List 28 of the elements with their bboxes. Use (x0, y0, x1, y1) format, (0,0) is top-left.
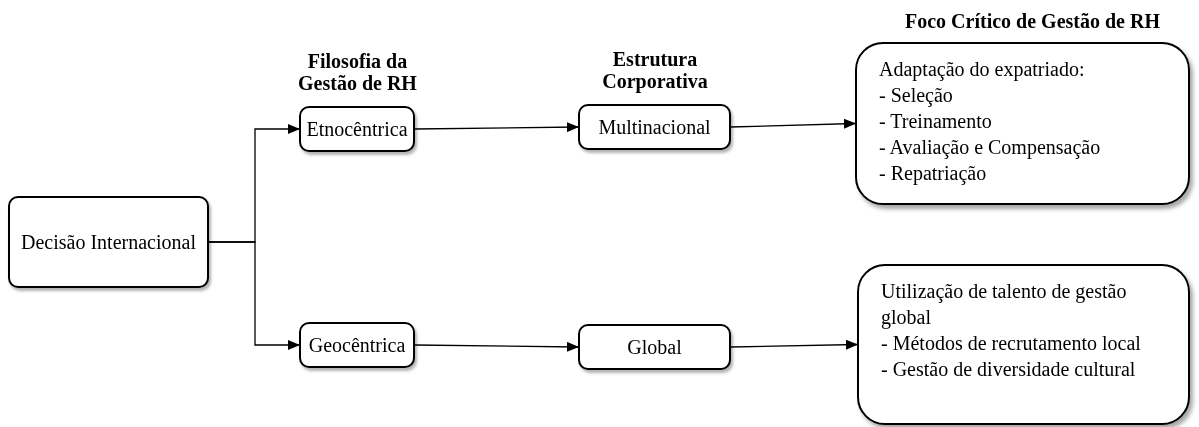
list-item: Utilização de talento de gestão global (881, 279, 1128, 330)
list-item: - Treinamento (879, 109, 993, 134)
column-heading: Estrutura Corporativa (601, 48, 709, 92)
process-box (8, 196, 209, 288)
arrow (414, 122, 579, 133)
arrow (730, 339, 858, 350)
arrow (414, 341, 579, 352)
column-heading: Foco Crítico de Gestão de RH (904, 10, 1161, 32)
list-item: - Seleção (879, 83, 954, 108)
node-label: Geocêntrica (308, 333, 406, 358)
process-box (299, 106, 415, 152)
list-item: Adaptação do expatriado: (879, 57, 1086, 82)
process-box (578, 104, 731, 150)
text-box (855, 42, 1190, 205)
text-box (857, 264, 1190, 425)
process-box (299, 322, 415, 368)
node-label: Multinacional (598, 115, 711, 140)
list-item: - Avaliação e Compensação (879, 135, 1102, 160)
list-item: - Repatriação (879, 161, 988, 186)
list-item: - Métodos de recrutamento local (881, 331, 1142, 356)
node-label: Decisão Internacional (21, 230, 196, 255)
column-heading: Filosofia da Gestão de RH (297, 50, 418, 94)
arrow (208, 241, 300, 350)
process-box (578, 324, 731, 370)
arrow (730, 118, 856, 129)
node-label: Global (627, 335, 682, 360)
node-label: Etnocêntrica (306, 117, 408, 142)
list-item: - Gestão de diversidade cultural (881, 357, 1137, 382)
